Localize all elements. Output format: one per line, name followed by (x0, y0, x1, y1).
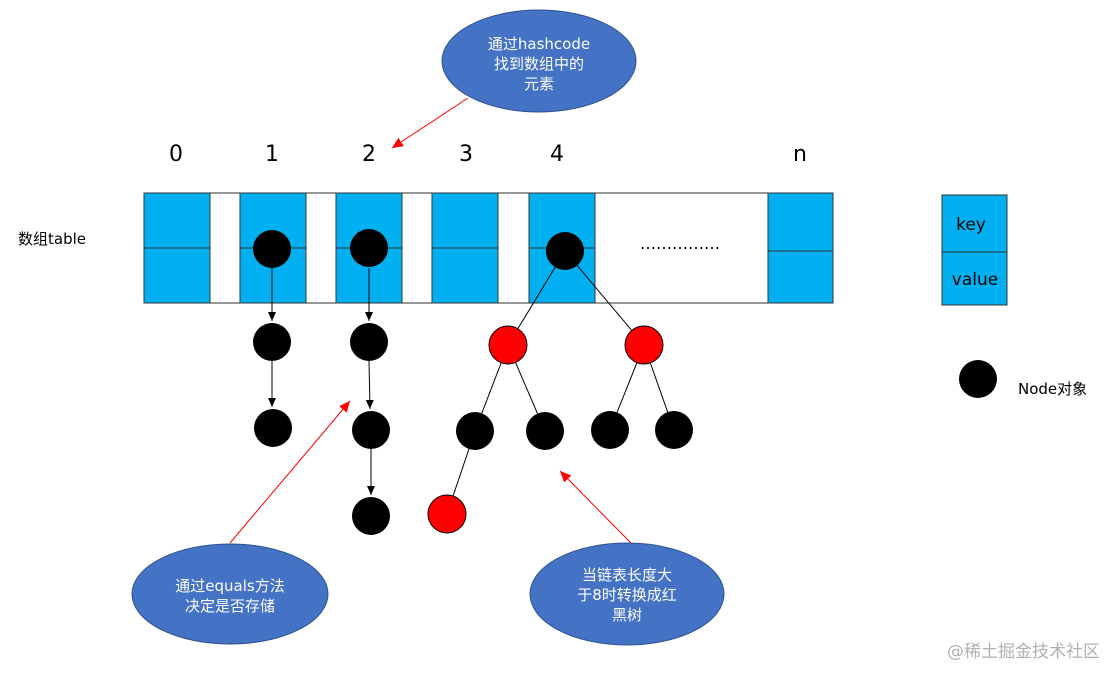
index-label-n: n (793, 142, 807, 167)
bucket-n (767, 192, 834, 304)
callout-equals-line-1: 通过equals方法 (175, 577, 284, 595)
node-chain-2-b (352, 411, 390, 449)
callout-hashcode-line-1: 通过hashcode (488, 35, 590, 53)
legend-key-label: key (956, 215, 986, 235)
legend-node-icon (959, 360, 997, 398)
callout-hashcode-line-2: 找到数组中的 (494, 55, 584, 73)
node-tree-black-2 (526, 412, 564, 450)
callout-hashcode-line-3: 元素 (524, 75, 554, 93)
node-tree-black-1 (456, 412, 494, 450)
node-tree-red-left (488, 325, 528, 365)
node-bucket-2 (350, 229, 388, 267)
node-tree-red-right (624, 325, 664, 365)
watermark: @稀土掘金技术社区 (947, 642, 1100, 662)
callout-equals-line-2: 决定是否存储 (185, 597, 275, 615)
legend-entry-box (941, 194, 1008, 306)
node-bucket-4-root (546, 232, 584, 270)
legend: key value Node对象 (941, 194, 1087, 398)
index-label-1: 1 (265, 142, 279, 167)
legend-node-label: Node对象 (1018, 380, 1087, 398)
array-ellipsis: …………… (640, 234, 720, 253)
node-chain-2-c (352, 497, 390, 535)
node-chain-1-b (254, 409, 292, 447)
index-label-3: 3 (459, 142, 473, 167)
callout-treeify-line-1: 当链表长度大 (582, 566, 672, 584)
index-label-0: 0 (169, 142, 183, 167)
node-tree-black-3 (591, 411, 629, 449)
node-tree-red-leaf (427, 494, 467, 534)
index-label-4: 4 (550, 142, 564, 167)
callout-hashcode-bubble (441, 9, 637, 113)
callout-treeify-line-3: 黑树 (612, 606, 642, 624)
table-label: 数组table (18, 230, 86, 248)
nodes (253, 229, 693, 535)
index-label-2: 2 (362, 142, 376, 167)
callout-treeify-line-2: 于8时转换成红 (577, 586, 677, 604)
callout-treeify: 当链表长度大 于8时转换成红 黑树 (529, 470, 725, 646)
node-chain-1-a (253, 323, 291, 361)
node-chain-2-a (350, 323, 388, 361)
callout-equals-bubble (131, 543, 329, 645)
callout-equals: 通过equals方法 决定是否存储 (131, 400, 351, 645)
node-tree-black-4 (655, 411, 693, 449)
node-bucket-1 (253, 230, 291, 268)
callout-treeify-bubble (529, 542, 725, 646)
legend-value-label: value (952, 270, 998, 290)
callout-hashcode: 通过hashcode 找到数组中的 元素 (391, 9, 637, 149)
